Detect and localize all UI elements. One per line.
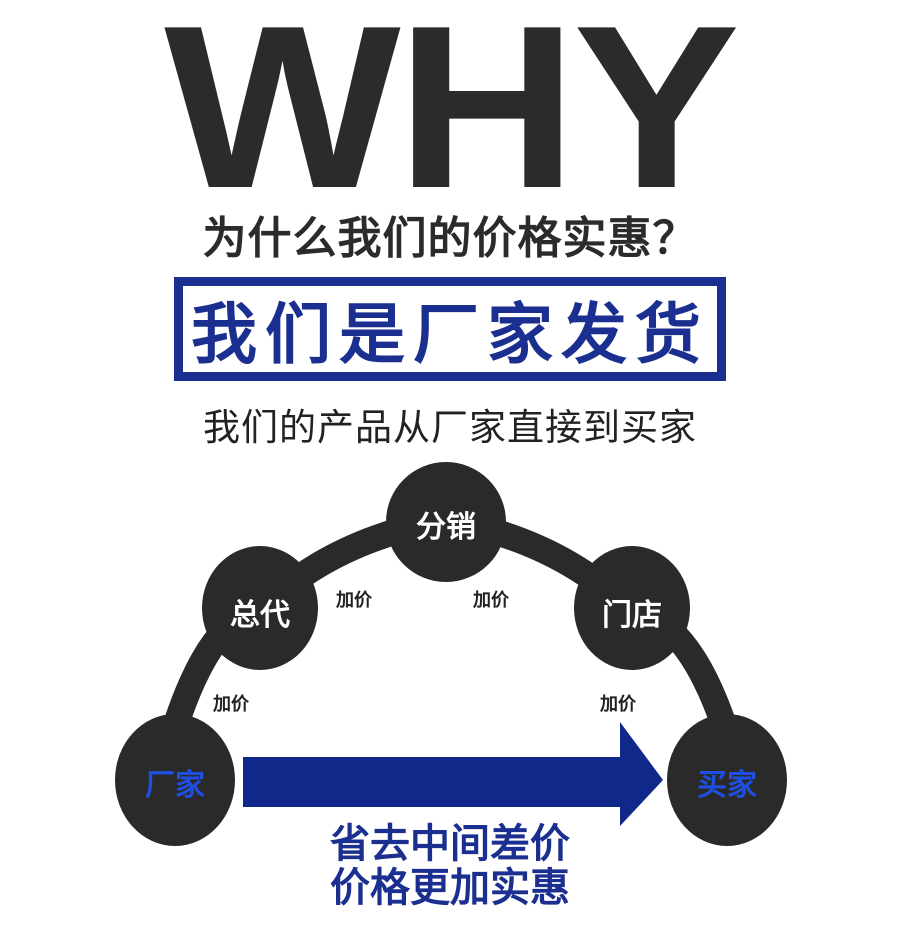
markup-label-4: 加价 — [600, 694, 636, 715]
node-label-buyer: 买家 — [697, 768, 757, 803]
node-buyer — [667, 714, 787, 846]
banner-text: 我们是厂家发货 — [191, 296, 709, 373]
factory-direct-banner: 我们是厂家发货 — [174, 277, 726, 381]
node-store — [574, 546, 690, 670]
node-factory — [115, 714, 235, 846]
node-label-factory: 厂家 — [145, 768, 205, 803]
node-label-general-agent: 总代 — [230, 598, 290, 633]
markup-label-2: 加价 — [336, 590, 372, 611]
node-label-store: 门店 — [602, 598, 662, 633]
node-distribution — [386, 462, 506, 582]
markup-label-1: 加价 — [213, 694, 249, 715]
node-label-distribution: 分销 — [416, 510, 476, 545]
question-heading: 为什么我们的价格实惠？ — [202, 213, 698, 264]
conclusion-line-2: 价格更加实惠 — [330, 865, 570, 911]
direct-arrow-icon — [243, 722, 663, 826]
conclusion-text: 省去中间差价 价格更加实惠 — [0, 822, 900, 910]
node-general-agent — [202, 546, 318, 670]
subtitle: 我们的产品从厂家直接到买家 — [203, 406, 697, 449]
conclusion-line-1: 省去中间差价 — [330, 821, 570, 867]
markup-label-3: 加价 — [473, 590, 509, 611]
why-heading: WHY — [164, 0, 740, 237]
